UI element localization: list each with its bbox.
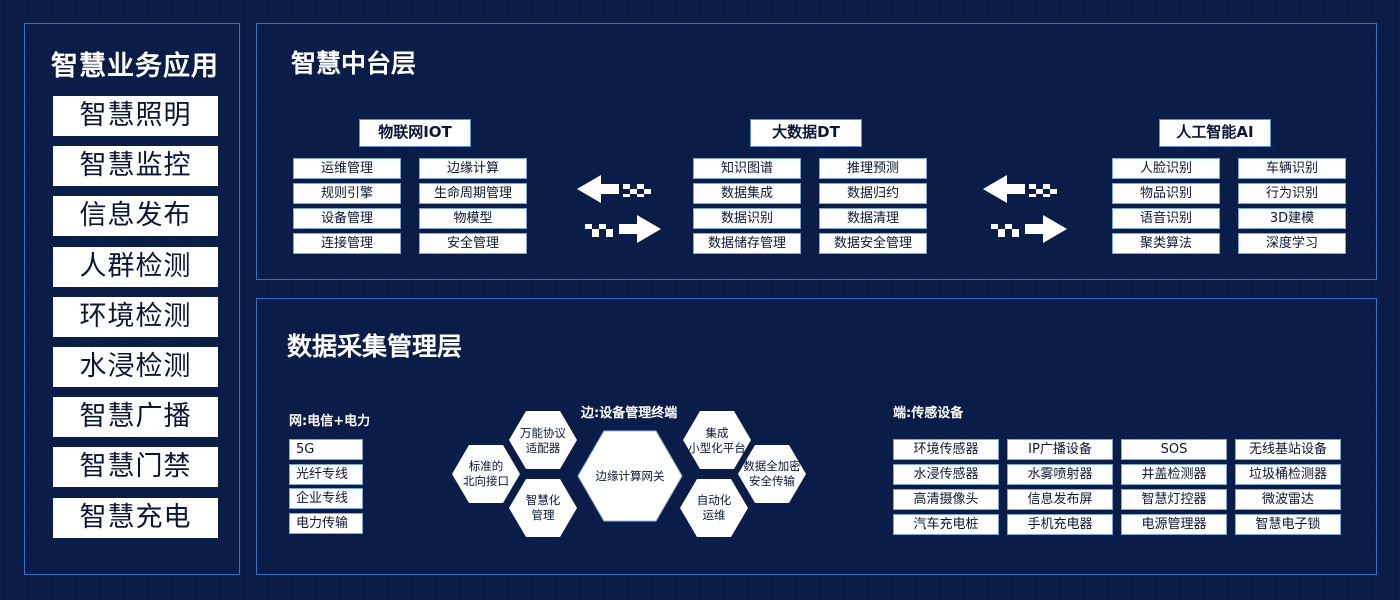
business-apps-list: 智慧照明 智慧监控 信息发布 人群检测 环境检测 水浸检测 智慧广播 智慧门禁 … xyxy=(53,96,218,548)
sensor-item[interactable]: IP广播设备 xyxy=(1007,439,1113,460)
auto-ops-line2: 运维 xyxy=(703,508,726,522)
iot-cell[interactable]: 运维管理 xyxy=(293,158,401,179)
bidirectional-arrow-icon xyxy=(577,175,661,243)
edge-gateway-label: 边缘计算网关 xyxy=(596,469,665,483)
app-item-charging[interactable]: 智慧充电 xyxy=(53,497,218,538)
integrated-platform-line1: 集成 xyxy=(706,426,729,440)
app-item-monitoring[interactable]: 智慧监控 xyxy=(53,146,218,187)
ai-cell[interactable]: 3D建模 xyxy=(1238,208,1346,229)
group-title-dt: 大数据DT xyxy=(750,119,862,147)
secure-transmission-line2: 安全传输 xyxy=(749,474,795,488)
bidirectional-arrow-icon xyxy=(983,175,1067,243)
dt-cell[interactable]: 知识图谱 xyxy=(693,158,801,179)
network-item-fiber[interactable]: 光纤专线 xyxy=(289,463,363,485)
app-item-crowd-detection[interactable]: 人群检测 xyxy=(53,246,218,287)
ai-cell-grid: 人脸识别 车辆识别 物品识别 行为识别 语音识别 3D建模 聚类算法 深度学习 xyxy=(1112,158,1346,254)
network-item-enterprise-line[interactable]: 企业专线 xyxy=(289,488,363,509)
iot-cell[interactable]: 规则引擎 xyxy=(293,183,401,204)
dt-cell-grid: 知识图谱 推理预测 数据集成 数据归约 数据识别 数据清理 数据储存管理 数据安… xyxy=(693,158,927,254)
sensor-item[interactable]: 智慧灯控器 xyxy=(1121,489,1227,510)
dt-cell[interactable]: 数据清理 xyxy=(819,208,927,229)
iot-cell[interactable]: 连接管理 xyxy=(293,233,401,254)
app-item-broadcast[interactable]: 智慧广播 xyxy=(53,397,218,438)
sensor-item[interactable]: 微波雷达 xyxy=(1235,489,1341,510)
iot-cell[interactable]: 边缘计算 xyxy=(419,158,527,179)
integrated-platform-hex[interactable]: 集成 小型化平台 xyxy=(683,411,751,469)
protocol-adapter-line1: 万能协议 xyxy=(520,426,566,440)
ai-cell[interactable]: 物品识别 xyxy=(1112,183,1220,204)
app-item-environment-detection[interactable]: 环境检测 xyxy=(53,296,218,337)
edge-label: 边:设备管理终端 xyxy=(581,406,678,421)
dt-cell[interactable]: 数据识别 xyxy=(693,208,801,229)
sensor-item[interactable]: 垃圾桶检测器 xyxy=(1235,464,1341,485)
ai-cell[interactable]: 语音识别 xyxy=(1112,208,1220,229)
ai-cell[interactable]: 人脸识别 xyxy=(1112,158,1220,179)
terminal-label: 端:传感设备 xyxy=(893,406,964,421)
app-item-info-publishing[interactable]: 信息发布 xyxy=(53,196,218,237)
edge-gateway-hex[interactable]: 边缘计算网关 xyxy=(577,430,683,522)
sensor-item[interactable]: 汽车充电桩 xyxy=(893,514,999,535)
edge-hexagon-diagram: 边缘计算网关 标准的 北向接口 万能协议 适配器 智慧化 管理 集成 小型化平台 xyxy=(452,411,806,537)
app-item-flood-detection[interactable]: 水浸检测 xyxy=(53,346,218,387)
north-interface-line2: 北向接口 xyxy=(463,474,509,488)
sensor-item[interactable]: 电源管理器 xyxy=(1121,514,1227,535)
iot-cell[interactable]: 生命周期管理 xyxy=(419,183,527,204)
iot-cell[interactable]: 安全管理 xyxy=(419,233,527,254)
group-title-iot: 物联网IOT xyxy=(359,119,471,147)
sensor-item[interactable]: 手机充电器 xyxy=(1007,514,1113,535)
ai-cell[interactable]: 深度学习 xyxy=(1238,233,1346,254)
network-item-power-transmission[interactable]: 电力传输 xyxy=(289,512,363,534)
sensor-item[interactable]: 水雾喷射器 xyxy=(1007,464,1113,485)
smart-management-line1: 智慧化 xyxy=(526,493,561,507)
iot-cell-grid: 运维管理 边缘计算 规则引擎 生命周期管理 设备管理 物模型 连接管理 安全管理 xyxy=(293,158,527,254)
dt-cell[interactable]: 数据集成 xyxy=(693,183,801,204)
sensor-item[interactable]: 信息发布屏 xyxy=(1007,489,1113,510)
collection-layer-panel: 数据采集管理层 网:电信+电力 5G 光纤专线 企业专线 电力传输 边:设备管理… xyxy=(256,298,1377,575)
ai-cell[interactable]: 行为识别 xyxy=(1238,183,1346,204)
auto-ops-hex[interactable]: 自动化 运维 xyxy=(680,479,748,537)
north-interface-line1: 标准的 xyxy=(469,459,504,473)
integrated-platform-line2: 小型化平台 xyxy=(688,441,746,455)
protocol-adapter-line2: 适配器 xyxy=(526,441,561,455)
middle-layer-title: 智慧中台层 xyxy=(291,49,417,78)
ai-cell[interactable]: 聚类算法 xyxy=(1112,233,1220,254)
sensor-item[interactable]: 高清摄像头 xyxy=(893,489,999,510)
secure-transmission-hex[interactable]: 数据全加密 安全传输 xyxy=(738,445,806,503)
sensor-item[interactable]: 水浸传感器 xyxy=(893,464,999,485)
dt-cell[interactable]: 数据储存管理 xyxy=(693,233,801,254)
iot-cell[interactable]: 物模型 xyxy=(419,208,527,229)
app-item-access-control[interactable]: 智慧门禁 xyxy=(53,447,218,488)
sensor-grid: 环境传感器 IP广播设备 SOS 无线基站设备 水浸传感器 水雾喷射器 井盖检测… xyxy=(893,439,1341,535)
sensor-item[interactable]: SOS xyxy=(1121,439,1227,460)
iot-cell[interactable]: 设备管理 xyxy=(293,208,401,229)
north-interface-hex[interactable]: 标准的 北向接口 xyxy=(452,445,520,503)
app-item-lighting[interactable]: 智慧照明 xyxy=(53,96,218,136)
dt-cell[interactable]: 数据归约 xyxy=(819,183,927,204)
network-item-5g[interactable]: 5G xyxy=(289,439,363,460)
dt-cell[interactable]: 推理预测 xyxy=(819,158,927,179)
secure-transmission-line1: 数据全加密 xyxy=(743,459,801,473)
protocol-adapter-hex[interactable]: 万能协议 适配器 xyxy=(509,411,577,469)
sensor-item[interactable]: 智慧电子锁 xyxy=(1235,514,1341,535)
sensor-item[interactable]: 井盖检测器 xyxy=(1121,464,1227,485)
smart-management-line2: 管理 xyxy=(532,508,555,522)
collection-layer-title: 数据采集管理层 xyxy=(287,332,463,361)
sensor-item[interactable]: 环境传感器 xyxy=(893,439,999,460)
ai-cell[interactable]: 车辆识别 xyxy=(1238,158,1346,179)
auto-ops-line1: 自动化 xyxy=(697,493,732,507)
network-label: 网:电信+电力 xyxy=(289,414,371,429)
business-apps-panel: 智慧业务应用 智慧照明 智慧监控 信息发布 人群检测 环境检测 水浸检测 智慧广… xyxy=(24,23,240,575)
business-apps-title: 智慧业务应用 xyxy=(51,51,219,82)
middle-layer-panel: 智慧中台层 物联网IOT 运维管理 边缘计算 规则引擎 生命周期管理 设备管理 … xyxy=(256,23,1377,280)
group-title-ai: 人工智能AI xyxy=(1159,119,1271,147)
network-list: 5G 光纤专线 企业专线 电力传输 xyxy=(289,439,363,537)
smart-management-hex[interactable]: 智慧化 管理 xyxy=(509,479,577,537)
dt-cell[interactable]: 数据安全管理 xyxy=(819,233,927,254)
sensor-item[interactable]: 无线基站设备 xyxy=(1235,439,1341,460)
